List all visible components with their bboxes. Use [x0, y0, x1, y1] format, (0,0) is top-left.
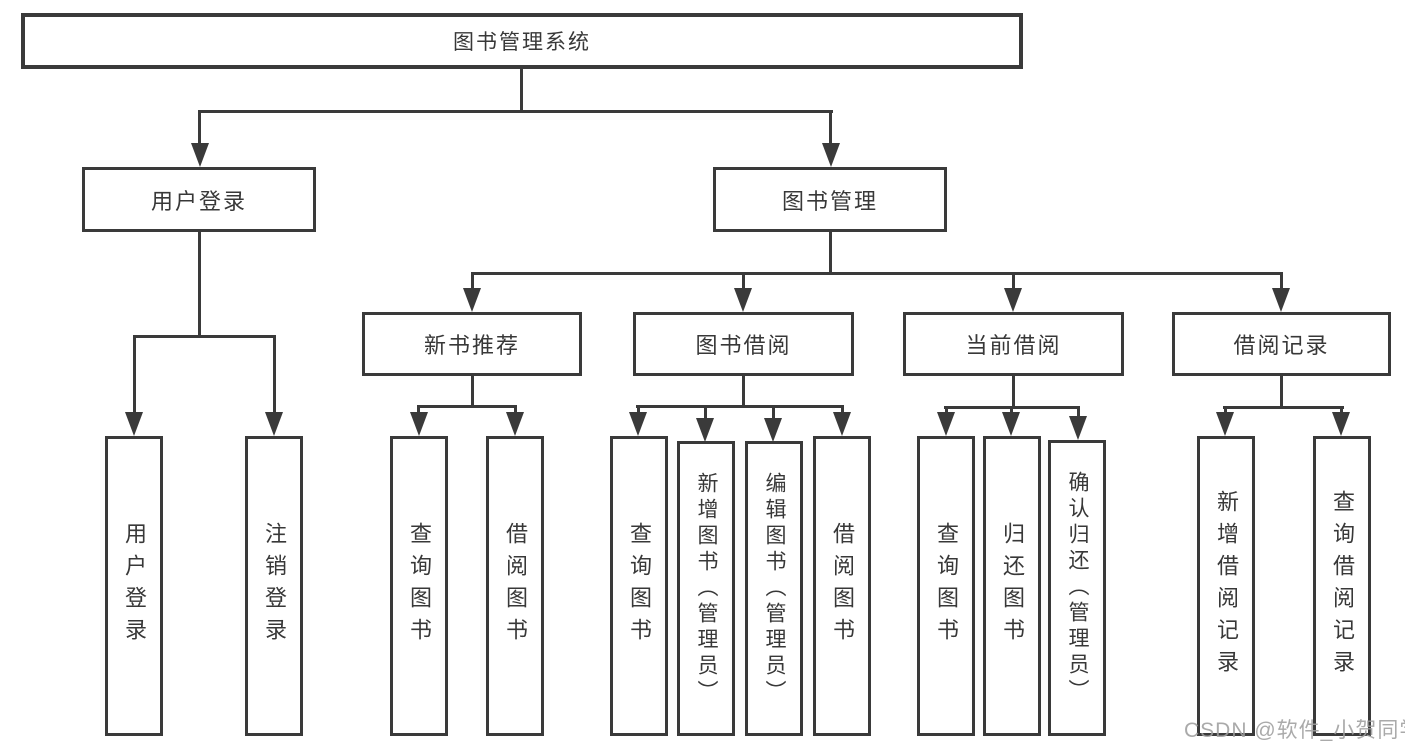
node-leaf-confirm-return-admin: 确认归还（管理员）	[1048, 440, 1106, 736]
node-label: 确认归还（管理员）	[1066, 471, 1089, 705]
node-label: 图书借阅	[695, 333, 792, 358]
node-label: 借阅图书	[830, 522, 855, 650]
arrow-down-icon	[734, 288, 752, 312]
node-label: 查询图书	[407, 522, 432, 650]
node-leaf-borrow-books-recommend: 借阅图书	[486, 436, 544, 736]
connector-line	[841, 405, 844, 414]
node-label: 用户登录	[150, 188, 247, 214]
connector-line	[772, 405, 775, 420]
connector-line	[471, 272, 474, 290]
connector-line	[133, 335, 276, 338]
node-label: 查询图书	[934, 522, 959, 650]
arrow-down-icon	[822, 143, 840, 167]
connector-line	[1340, 406, 1343, 414]
node-leaf-borrow-books-borrowing: 借阅图书	[813, 436, 871, 736]
node-label: 查询图书	[627, 522, 652, 650]
connector-line	[742, 376, 745, 407]
connector-line	[417, 405, 517, 408]
connector-line	[636, 405, 844, 408]
node-current-borrowing: 当前借阅	[903, 312, 1124, 376]
arrow-down-icon	[265, 412, 283, 436]
node-book-borrowing: 图书借阅	[633, 312, 854, 376]
arrow-down-icon	[125, 412, 143, 436]
connector-line	[198, 110, 833, 113]
connector-line	[471, 272, 1282, 275]
arrow-down-icon	[463, 288, 481, 312]
node-leaf-user-login: 用户登录	[105, 436, 163, 736]
arrow-down-icon	[764, 418, 782, 442]
node-label: 用户登录	[122, 522, 147, 650]
node-label: 归还图书	[1000, 522, 1025, 650]
connector-line	[417, 405, 420, 414]
node-label: 图书管理系统	[453, 31, 591, 54]
node-label: 新增图书（管理员）	[695, 471, 718, 706]
node-leaf-query-books-current: 查询图书	[917, 436, 975, 736]
arrow-down-icon	[696, 418, 714, 442]
connector-line	[829, 110, 832, 144]
node-leaf-add-borrow-record: 新增借阅记录	[1197, 436, 1255, 736]
connector-line	[637, 405, 640, 414]
arrow-down-icon	[1216, 412, 1234, 436]
arrow-down-icon	[191, 143, 209, 167]
connector-line	[829, 232, 832, 272]
node-leaf-query-books-recommend: 查询图书	[390, 436, 448, 736]
node-label: 新书推荐	[423, 333, 520, 358]
node-label: 新增借阅记录	[1214, 490, 1239, 682]
node-leaf-add-books-admin: 新增图书（管理员）	[677, 441, 735, 736]
connector-line	[945, 406, 948, 414]
connector-line	[198, 110, 201, 144]
node-label: 查询借阅记录	[1330, 490, 1355, 682]
arrow-down-icon	[1332, 412, 1350, 436]
node-leaf-return-books: 归还图书	[983, 436, 1041, 736]
connector-line	[471, 376, 474, 407]
node-borrowing-records: 借阅记录	[1172, 312, 1391, 376]
arrow-down-icon	[1002, 412, 1020, 436]
connector-line	[1077, 406, 1080, 418]
connector-line	[704, 405, 707, 420]
arrow-down-icon	[937, 412, 955, 436]
node-leaf-logout: 注销登录	[245, 436, 303, 736]
node-label: 图书管理	[781, 188, 878, 214]
node-label: 编辑图书（管理员）	[763, 471, 786, 706]
arrow-down-icon	[1069, 416, 1087, 440]
connector-line	[273, 335, 276, 413]
arrow-down-icon	[833, 412, 851, 436]
connector-line	[1012, 272, 1015, 290]
node-leaf-query-borrow-record: 查询借阅记录	[1313, 436, 1371, 736]
connector-line	[742, 272, 745, 290]
node-book-management: 图书管理	[713, 167, 947, 232]
connector-line	[1224, 406, 1227, 414]
node-label: 注销登录	[262, 522, 287, 650]
node-user-login: 用户登录	[82, 167, 316, 232]
arrow-down-icon	[506, 412, 524, 436]
connector-line	[520, 69, 523, 110]
connector-line	[1012, 376, 1015, 408]
connector-line	[1223, 406, 1344, 409]
node-root-library-management-system: 图书管理系统	[21, 13, 1023, 69]
node-label: 借阅图书	[503, 522, 528, 650]
connector-line	[133, 335, 136, 413]
arrow-down-icon	[1004, 288, 1022, 312]
csdn-watermark: CSDN @软件_小贺同学	[1184, 719, 1405, 742]
connector-line	[514, 405, 517, 414]
node-leaf-edit-books-admin: 编辑图书（管理员）	[745, 441, 803, 736]
connector-line	[1280, 272, 1283, 290]
node-leaf-query-books-borrowing: 查询图书	[610, 436, 668, 736]
connector-line	[198, 232, 201, 336]
node-new-book-recommendation: 新书推荐	[362, 312, 582, 376]
arrow-down-icon	[629, 412, 647, 436]
node-label: 借阅记录	[1233, 333, 1330, 358]
arrow-down-icon	[1272, 288, 1290, 312]
connector-line	[1010, 406, 1013, 414]
arrow-down-icon	[410, 412, 428, 436]
connector-line	[1280, 376, 1283, 408]
node-label: 当前借阅	[965, 333, 1062, 358]
